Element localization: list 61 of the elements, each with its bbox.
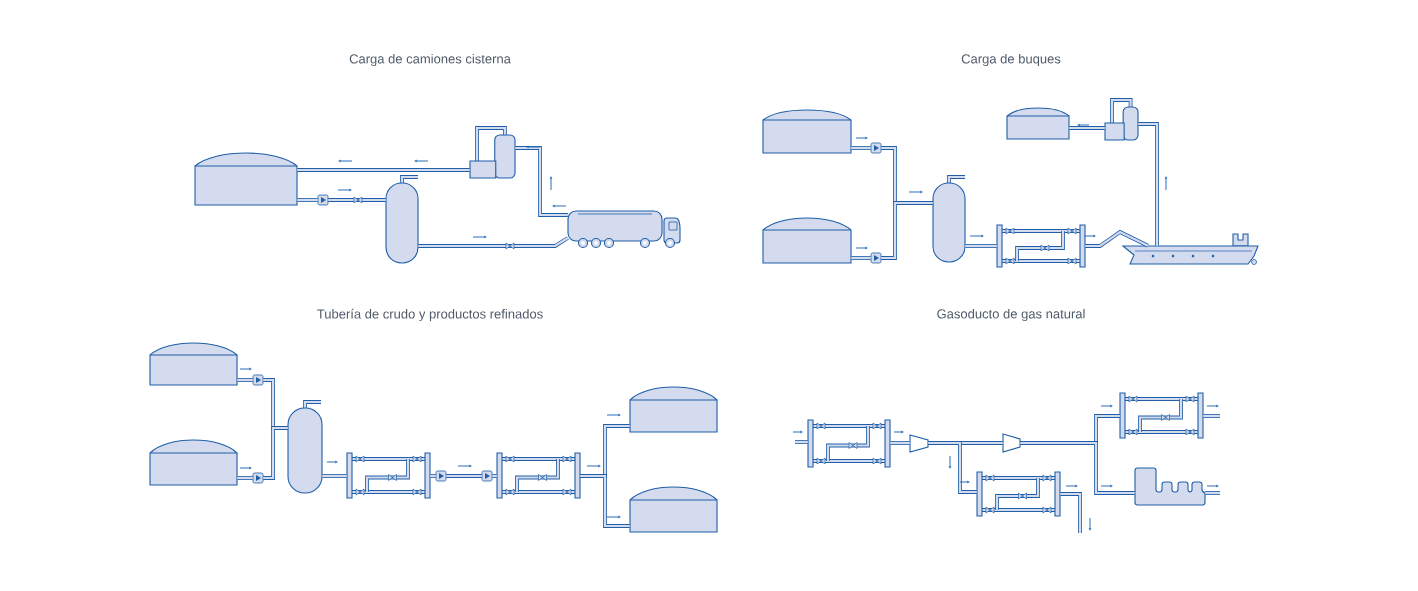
processing-plant-drawing xyxy=(1134,467,1206,506)
pipeline xyxy=(322,474,347,478)
pipeline xyxy=(1138,122,1159,246)
pipeline xyxy=(580,474,630,528)
metering-skid-drawing xyxy=(807,419,891,468)
flow-meter-symbol xyxy=(481,470,493,482)
pipeline xyxy=(795,440,808,444)
compressor-symbol xyxy=(1002,433,1021,453)
flow-meter-symbol xyxy=(317,194,329,206)
pipeline xyxy=(1020,441,1135,495)
pipeline xyxy=(446,474,482,478)
pipeline xyxy=(851,146,871,150)
flow-meter-symbol xyxy=(252,374,264,386)
metering-skid-drawing xyxy=(976,471,1061,517)
pipeline xyxy=(297,168,470,172)
panel-title: Carga de buques xyxy=(961,53,1061,67)
pressure-vessel xyxy=(385,175,419,264)
pipeline xyxy=(328,198,386,202)
metering-skid-drawing xyxy=(496,452,581,499)
storage-tank xyxy=(1006,107,1070,140)
panel-title: Carga de camiones cisterna xyxy=(349,53,511,67)
metering-skid-drawing xyxy=(996,224,1086,268)
pipeline xyxy=(881,201,933,260)
flow-meter-symbol xyxy=(252,472,264,484)
storage-tank xyxy=(629,386,718,433)
pipeline xyxy=(1069,126,1105,130)
vapor-recovery-unit-drawing xyxy=(469,126,516,179)
flow-meter-symbol xyxy=(870,252,882,264)
pipeline xyxy=(851,256,871,260)
pipeline xyxy=(1203,414,1220,418)
pipeline xyxy=(890,441,910,445)
metering-skid-drawing xyxy=(346,452,431,499)
storage-tank xyxy=(149,439,238,486)
storage-tank xyxy=(149,342,238,386)
storage-tank xyxy=(629,486,718,533)
metering-skid-drawing xyxy=(1119,392,1204,439)
pipeline xyxy=(237,378,253,382)
pipeline xyxy=(515,146,568,217)
vapor-recovery-unit-drawing xyxy=(1104,98,1139,141)
flow-meter-symbol xyxy=(870,142,882,154)
pipeline xyxy=(965,244,997,248)
tanker-truck-drawing xyxy=(567,210,681,249)
pipeline xyxy=(1205,491,1220,495)
pipeline xyxy=(1085,229,1149,248)
pipeline xyxy=(297,198,318,202)
panel-title: Gasoducto de gas natural xyxy=(937,308,1085,322)
compressor-symbol xyxy=(909,434,929,453)
pressure-vessel xyxy=(287,400,323,494)
pipeline xyxy=(928,441,977,494)
storage-tank xyxy=(194,152,298,206)
panel-title: Tubería de crudo y productos refinados xyxy=(317,308,543,322)
flow-meter-symbol xyxy=(435,470,447,482)
pipeline xyxy=(1060,492,1082,533)
pipeline xyxy=(430,474,436,478)
storage-tank xyxy=(762,109,852,154)
pipeline xyxy=(492,474,497,478)
storage-tank xyxy=(762,217,852,264)
pressure-vessel xyxy=(932,175,966,263)
pipeline xyxy=(263,426,288,480)
pipeline xyxy=(418,236,569,248)
pipeline xyxy=(237,476,253,480)
